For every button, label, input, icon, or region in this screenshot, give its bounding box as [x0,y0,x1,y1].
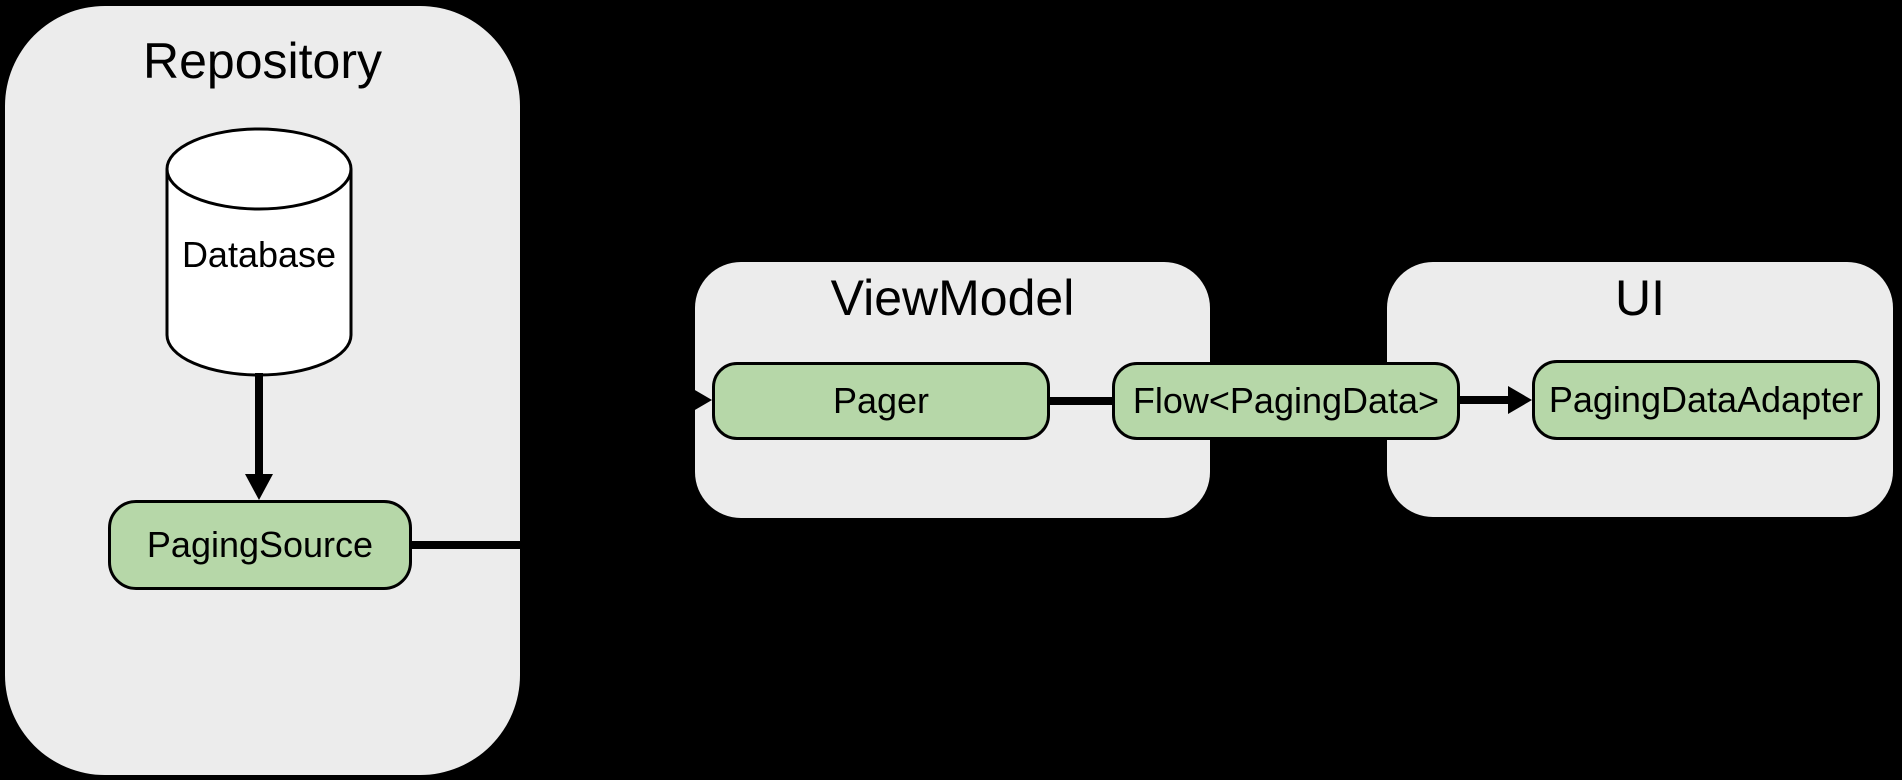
repository-title: Repository [143,33,382,89]
pager-node: Pager [712,362,1050,440]
edge-pagingsource-to-pager [412,386,712,549]
ui-title: UI [1615,270,1665,326]
arrowhead-right-icon [1508,386,1532,414]
flow-paging-data-label: Flow<PagingData> [1132,380,1440,421]
flow-paging-data-node: Flow<PagingData> [1112,362,1460,440]
edge-database-to-pagingsource [245,373,273,500]
pager-label: Pager [832,380,930,421]
paging-data-adapter-node: PagingDataAdapter [1532,360,1880,440]
paging-source-label: PagingSource [146,524,374,565]
database-cylinder-icon [165,127,353,377]
arrowhead-right-icon [688,386,712,414]
arrowhead-down-icon [245,474,273,500]
paging-data-adapter-label: PagingDataAdapter [1548,379,1864,420]
database-label: Database [181,234,337,275]
edge-flow-to-adapter [1460,386,1532,414]
viewmodel-title: ViewModel [830,270,1075,326]
paging-source-node: PagingSource [108,500,412,590]
